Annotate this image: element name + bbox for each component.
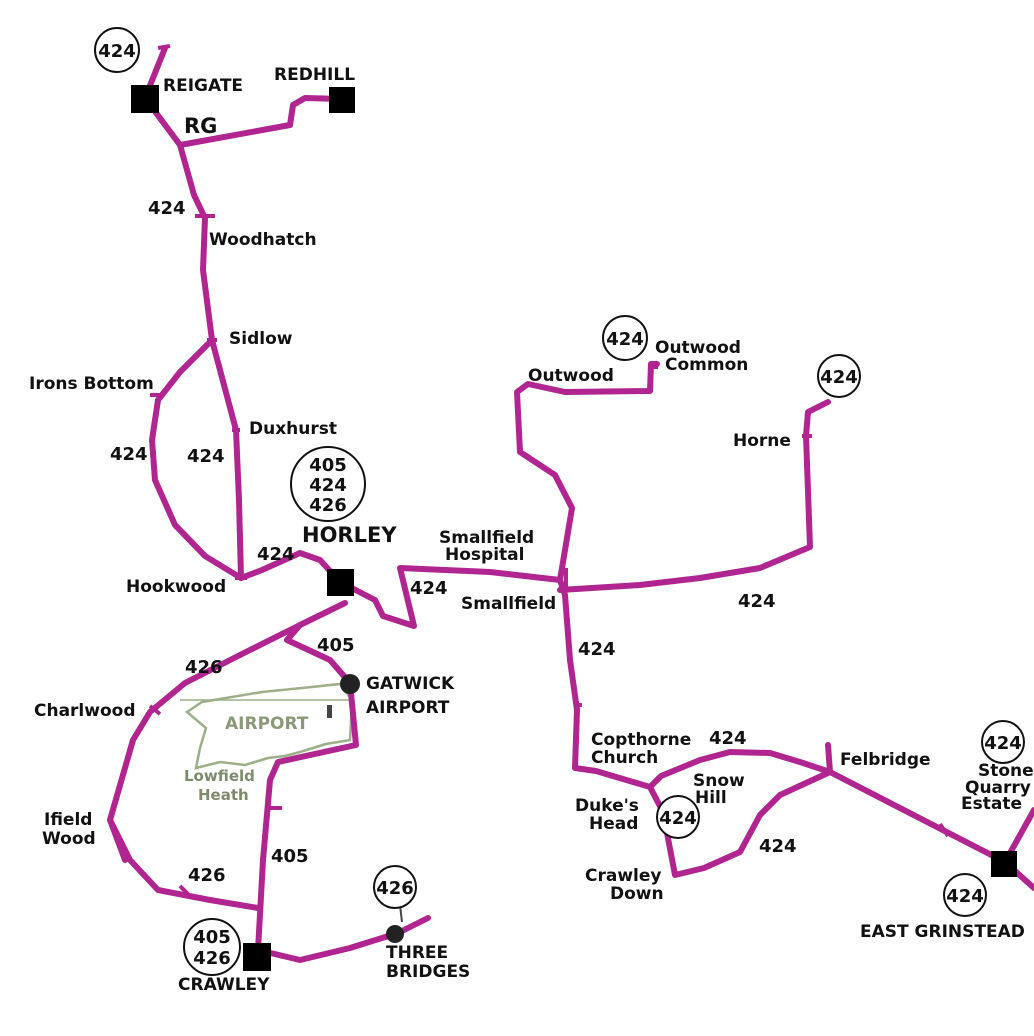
circle-dukes-head: 424: [659, 808, 697, 829]
route-label-405-gatwick: 405: [317, 635, 355, 656]
route-424-horne: [557, 399, 831, 593]
label-stone-quarry-3: Estate: [961, 794, 1022, 814]
label-woodhatch: Woodhatch: [209, 230, 317, 250]
circle-horley-424: 424: [309, 475, 347, 496]
label-gatwick-1: GATWICK: [366, 674, 455, 694]
route-424-duxhurst: [209, 337, 244, 581]
label-horne: Horne: [733, 431, 791, 451]
circle-crawley-426: 426: [193, 948, 231, 969]
route-label-424-smallfield: 424: [410, 578, 448, 599]
route-redhill: [177, 95, 345, 148]
route-label-424-woodhatch: 424: [148, 198, 186, 219]
route-ifield-spur: [107, 817, 128, 863]
label-east-grinstead: EAST GRINSTEAD: [860, 922, 1025, 942]
terminal-reigate: [131, 85, 159, 113]
label-stone-quarry-2: Quarry: [965, 778, 1031, 798]
label-three-bridges-1: THREE: [386, 943, 448, 963]
label-ifield-wood-1: Ifield: [44, 810, 92, 830]
label-felbridge: Felbridge: [840, 750, 931, 770]
route-424-woodhatch-sidlow: [200, 215, 215, 343]
place-labels: REIGATE REDHILL RG Woodhatch Sidlow Iron…: [29, 65, 1034, 995]
route-label-424-south: 424: [578, 639, 616, 660]
route-424-reigate-woodhatch: [142, 95, 208, 221]
label-dukes-head-2: Head: [589, 814, 638, 834]
label-horley: HORLEY: [302, 523, 397, 547]
label-snow-hill-1: Snow: [693, 771, 745, 791]
circle-three-bridges: 426: [376, 878, 414, 899]
circle-horley-405: 405: [309, 455, 347, 476]
circle-horne: 424: [820, 367, 858, 388]
route-label-426-ifield: 426: [188, 865, 226, 886]
route-felbridge-tick: [825, 742, 833, 775]
airport-area: [180, 682, 354, 770]
route-405-horley-gatwick: [284, 600, 353, 686]
label-smallfield: Smallfield: [461, 594, 556, 614]
label-three-bridges-2: BRIDGES: [386, 962, 470, 982]
route-number-labels: 424 424 424 424 424 424 424 424 424 426 …: [110, 198, 797, 886]
terminals: [131, 85, 1017, 971]
route-label-424-irons: 424: [110, 444, 148, 465]
label-reigate: REIGATE: [163, 76, 243, 96]
stop-gatwick: [340, 674, 360, 694]
label-dukes-head-1: Duke's: [575, 796, 639, 816]
label-copthorne-church-1: Copthorne: [591, 730, 691, 750]
label-sidlow: Sidlow: [229, 329, 293, 349]
label-smallfield-hospital-1: Smallfield: [439, 528, 534, 548]
label-copthorne-church-2: Church: [591, 748, 658, 768]
terminal-horley: [327, 569, 354, 596]
circle-reigate: 424: [98, 41, 136, 62]
route-lines: [107, 45, 1034, 963]
route-label-424-copthorne: 424: [709, 728, 747, 749]
label-outwood-common-2: Common: [665, 355, 748, 375]
label-hookwood: Hookwood: [126, 577, 226, 597]
label-irons-bottom: Irons Bottom: [29, 374, 154, 394]
label-outwood-common-1: Outwood: [655, 338, 741, 358]
circle-outwood-common: 424: [606, 329, 644, 350]
route-424-south: [557, 577, 653, 790]
route-ticks: [148, 44, 950, 898]
route-three-bridges: [255, 915, 431, 963]
route-label-426-charlwood: 426: [185, 657, 223, 678]
route-label-405-crawley: 405: [271, 846, 309, 867]
label-crawley: CRAWLEY: [178, 975, 270, 995]
label-smallfield-hospital-2: Hospital: [445, 545, 524, 565]
label-lowfield-heath-1: Lowfield: [184, 767, 255, 785]
label-snow-hill-2: Hill: [695, 788, 727, 808]
stop-three-bridges: [386, 925, 404, 943]
label-rg: RG: [184, 114, 217, 138]
route-424-irons-bottom: [149, 337, 244, 581]
route-label-424-horne: 424: [738, 591, 776, 612]
label-lowfield-heath-2: Heath: [198, 786, 249, 804]
terminal-crawley: [243, 943, 271, 971]
circle-east-grinstead: 424: [946, 886, 984, 907]
label-gatwick-2: AIRPORT: [366, 698, 450, 718]
route-424-copthorne-felbridge: [647, 749, 833, 790]
label-crawley-down-2: Down: [610, 884, 664, 904]
circle-stone-quarry: 424: [984, 733, 1022, 754]
route-label-424-duxhurst: 424: [187, 446, 225, 467]
route-424-outwood: [514, 361, 660, 583]
route-label-424-crawleydown: 424: [759, 836, 797, 857]
label-ifield-wood-2: Wood: [42, 829, 96, 849]
label-outwood: Outwood: [528, 366, 614, 386]
label-airport: AIRPORT: [225, 714, 309, 734]
label-charlwood: Charlwood: [34, 701, 136, 721]
label-crawley-down-1: Crawley: [585, 866, 661, 886]
circle-horley-426: 426: [309, 495, 347, 516]
route-426-charlwood: [107, 622, 303, 911]
circle-crawley-405: 405: [193, 927, 231, 948]
terminal-east-grinstead: [991, 851, 1017, 877]
label-duxhurst: Duxhurst: [249, 419, 337, 439]
route-424-hookwood-horley: [238, 550, 563, 629]
route-label-424-horley: 424: [257, 544, 295, 565]
route-circles: 424 424 424 405 424 426 424 424 424 426 …: [94, 27, 1025, 976]
label-redhill: REDHILL: [274, 65, 355, 85]
route-405-gatwick-crawley: [255, 680, 359, 953]
terminal-redhill: [329, 87, 355, 113]
label-stone-quarry-1: Stone: [978, 761, 1034, 781]
